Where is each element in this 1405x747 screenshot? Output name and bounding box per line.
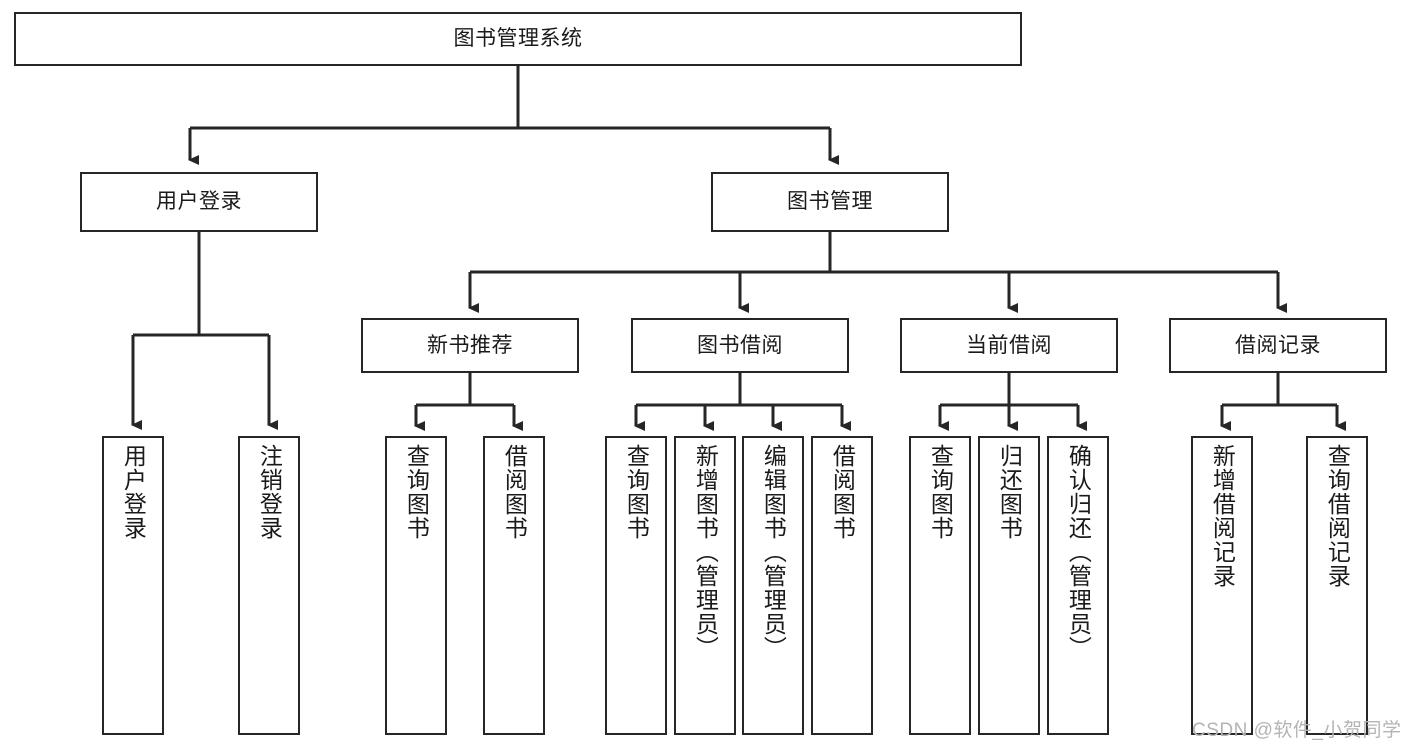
node-user-login[interactable]: 用户登录 xyxy=(80,172,318,232)
node-book-borrow[interactable]: 图书借阅 xyxy=(631,318,849,373)
node-current-borrow[interactable]: 当前借阅 xyxy=(900,318,1118,373)
csdn-watermark: CSDN @软件_小贺同学 xyxy=(1192,720,1402,741)
leaf-logout[interactable]: 注销登录 xyxy=(238,436,300,735)
node-label: 用户登录 xyxy=(120,444,147,540)
node-label: 注销登录 xyxy=(256,444,283,540)
leaf-user-login[interactable]: 用户登录 xyxy=(102,436,164,735)
node-label: 新增图书（管理员） xyxy=(692,444,719,660)
leaf-add-book-admin[interactable]: 新增图书（管理员） xyxy=(674,436,736,735)
node-label: 归还图书 xyxy=(996,444,1023,540)
node-label: 当前借阅 xyxy=(966,333,1052,357)
leaf-borrow-book-recommend[interactable]: 借阅图书 xyxy=(483,436,545,735)
node-label: 图书借阅 xyxy=(697,333,783,357)
leaf-add-borrow-record[interactable]: 新增借阅记录 xyxy=(1191,436,1253,735)
node-label: 确认归还（管理员） xyxy=(1065,444,1092,660)
node-label: 查询图书 xyxy=(403,444,430,540)
leaf-edit-book-admin[interactable]: 编辑图书（管理员） xyxy=(742,436,804,735)
leaf-borrow-book[interactable]: 借阅图书 xyxy=(811,436,873,735)
node-label: 查询借阅记录 xyxy=(1324,444,1351,588)
node-borrow-record[interactable]: 借阅记录 xyxy=(1169,318,1387,373)
leaf-query-book-borrow[interactable]: 查询图书 xyxy=(605,436,667,735)
node-label: 图书管理 xyxy=(787,190,873,214)
leaf-query-book-current[interactable]: 查询图书 xyxy=(909,436,971,735)
node-label: 图书管理系统 xyxy=(453,27,583,51)
node-label: 借阅图书 xyxy=(829,444,856,540)
node-book-management[interactable]: 图书管理 xyxy=(711,172,949,232)
node-label: 查询图书 xyxy=(927,444,954,540)
node-label: 用户登录 xyxy=(156,190,242,214)
node-label: 查询图书 xyxy=(623,444,650,540)
leaf-confirm-return-admin[interactable]: 确认归还（管理员） xyxy=(1047,436,1109,735)
leaf-return-book[interactable]: 归还图书 xyxy=(978,436,1040,735)
leaf-query-book-recommend[interactable]: 查询图书 xyxy=(385,436,447,735)
node-label: 编辑图书（管理员） xyxy=(760,444,787,660)
node-label: 借阅图书 xyxy=(501,444,528,540)
leaf-query-borrow-record[interactable]: 查询借阅记录 xyxy=(1306,436,1368,735)
node-label: 新书推荐 xyxy=(427,333,513,357)
node-label: 借阅记录 xyxy=(1235,333,1321,357)
node-label: 新增借阅记录 xyxy=(1209,444,1236,588)
node-root[interactable]: 图书管理系统 xyxy=(14,12,1022,66)
node-new-book-recommendation[interactable]: 新书推荐 xyxy=(361,318,579,373)
